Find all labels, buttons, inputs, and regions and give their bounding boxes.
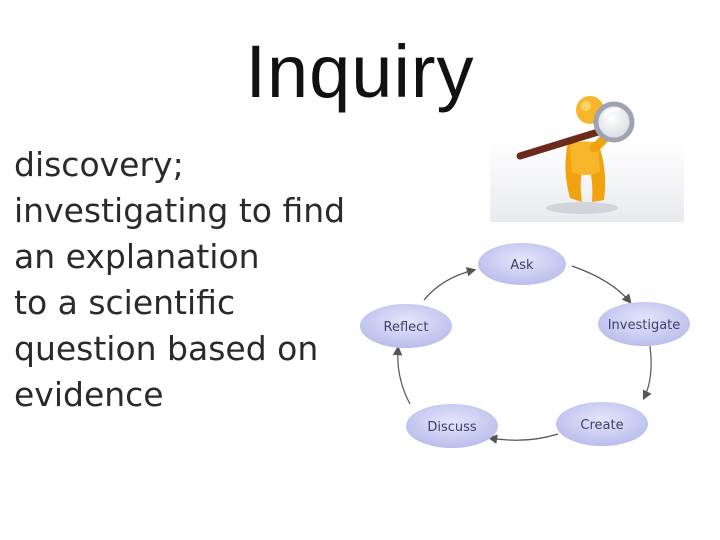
definition-line: discovery; <box>14 145 184 184</box>
slide-title: Inquiry <box>245 30 475 113</box>
cycle-node-investigate: Investigate <box>598 302 690 346</box>
inquiry-cycle-diagram: Ask Investigate Create Discuss Reflect <box>360 243 690 448</box>
node-label: Ask <box>510 258 534 273</box>
node-label: Create <box>580 418 623 433</box>
node-label: Investigate <box>608 318 681 333</box>
cycle-arrow <box>571 265 632 304</box>
definition-line: evidence <box>14 375 164 414</box>
cycle-node-reflect: Reflect <box>360 304 452 348</box>
definition-line: question based on <box>14 329 319 368</box>
node-label: Reflect <box>384 320 429 335</box>
definition-line: an explanation <box>14 237 260 276</box>
cycle-arrow <box>392 345 411 405</box>
cycle-arrow <box>423 267 477 301</box>
definition-text: discovery; investigating to find an expl… <box>14 142 384 418</box>
cycle-arrow <box>642 345 652 401</box>
node-label: Discuss <box>427 420 477 435</box>
cycle-node-discuss: Discuss <box>406 404 498 448</box>
cycle-node-ask: Ask <box>478 243 566 285</box>
magnifying-glass-figure-icon <box>490 96 684 222</box>
cycle-node-create: Create <box>556 402 648 446</box>
definition-line: to a scientific <box>14 283 236 322</box>
definition-line: investigating to find <box>14 191 346 230</box>
cycle-arrow <box>487 433 559 444</box>
